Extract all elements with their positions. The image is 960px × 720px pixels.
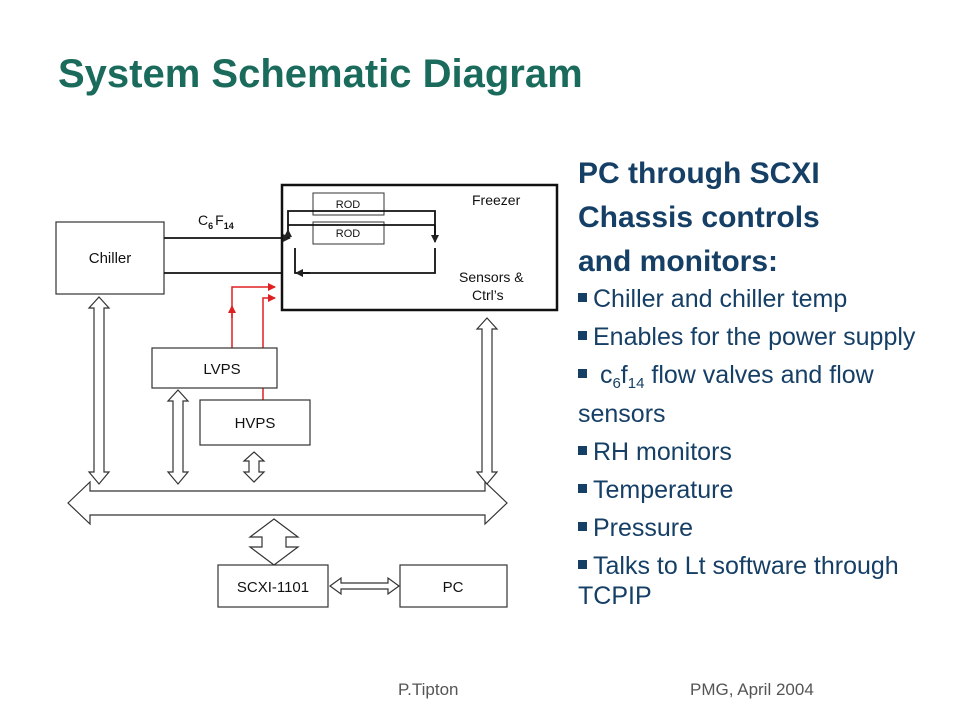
slide-title: System Schematic Diagram <box>58 52 583 96</box>
sensors-label-line1: Sensors & <box>459 269 524 285</box>
square-bullet-icon <box>578 331 587 340</box>
list-item-enables: Enables for the power supply <box>578 322 953 352</box>
rod-label-2: ROD <box>336 228 361 240</box>
list-item-talks: Talks to Lt software through TCPIP <box>578 552 899 610</box>
hvps-label: HVPS <box>235 415 276 432</box>
rod-label-1: ROD <box>336 199 361 211</box>
freezer-label: Freezer <box>472 192 521 208</box>
panel-heading: PC through SCXI Chassis controls and mon… <box>578 152 953 284</box>
chiller-label: Chiller <box>89 250 132 267</box>
lvps-bus-arrow <box>166 389 190 485</box>
feature-list: Chiller and chiller temp Enables for the… <box>578 284 953 611</box>
list-item-flow: c6f14 flow valves and flow sensors <box>578 361 874 428</box>
main-bus-arrow <box>67 480 508 526</box>
square-bullet-icon <box>578 293 587 302</box>
list-item-temperature: Temperature <box>578 475 953 505</box>
coolant-supply-line <box>164 210 439 243</box>
square-bullet-icon <box>578 484 587 493</box>
list-item-pressure: Pressure <box>578 513 953 543</box>
freezer-bus-arrow <box>475 317 499 485</box>
square-bullet-icon <box>578 369 587 378</box>
square-bullet-icon <box>578 446 587 455</box>
hvps-bus-arrow <box>242 451 266 483</box>
square-bullet-icon <box>578 560 587 569</box>
scxi-box <box>217 564 329 608</box>
lvps-label: LVPS <box>203 361 240 378</box>
panel-heading-line-2: Chassis controls <box>578 201 820 234</box>
footer-author: P.Tipton <box>398 680 459 699</box>
pc-box <box>399 564 508 608</box>
sensors-label-line2: Ctrl’s <box>472 287 504 303</box>
hvps-box <box>199 399 311 446</box>
panel-heading-line-1: PC through SCXI <box>578 157 820 190</box>
chiller-box <box>55 221 165 295</box>
scxi-pc-arrow <box>328 576 401 596</box>
lvps-box <box>151 347 278 389</box>
description-panel: PC through SCXI Chassis controls and mon… <box>578 152 953 611</box>
coolant-return-line <box>164 248 436 277</box>
panel-heading-line-3: and monitors: <box>578 245 778 278</box>
square-bullet-icon <box>578 522 587 531</box>
scxi-bus-arrow <box>248 518 300 566</box>
rod-box-1 <box>312 192 385 216</box>
list-item-chiller: Chiller and chiller temp <box>578 284 953 314</box>
chiller-bus-arrow <box>87 296 111 485</box>
list-item-rh: RH monitors <box>578 437 953 467</box>
rod-box-2 <box>312 221 385 245</box>
scxi-label: SCXI-1101 <box>237 579 309 596</box>
pc-label: PC <box>443 579 464 596</box>
footer-event: PMG, April 2004 <box>690 680 814 699</box>
